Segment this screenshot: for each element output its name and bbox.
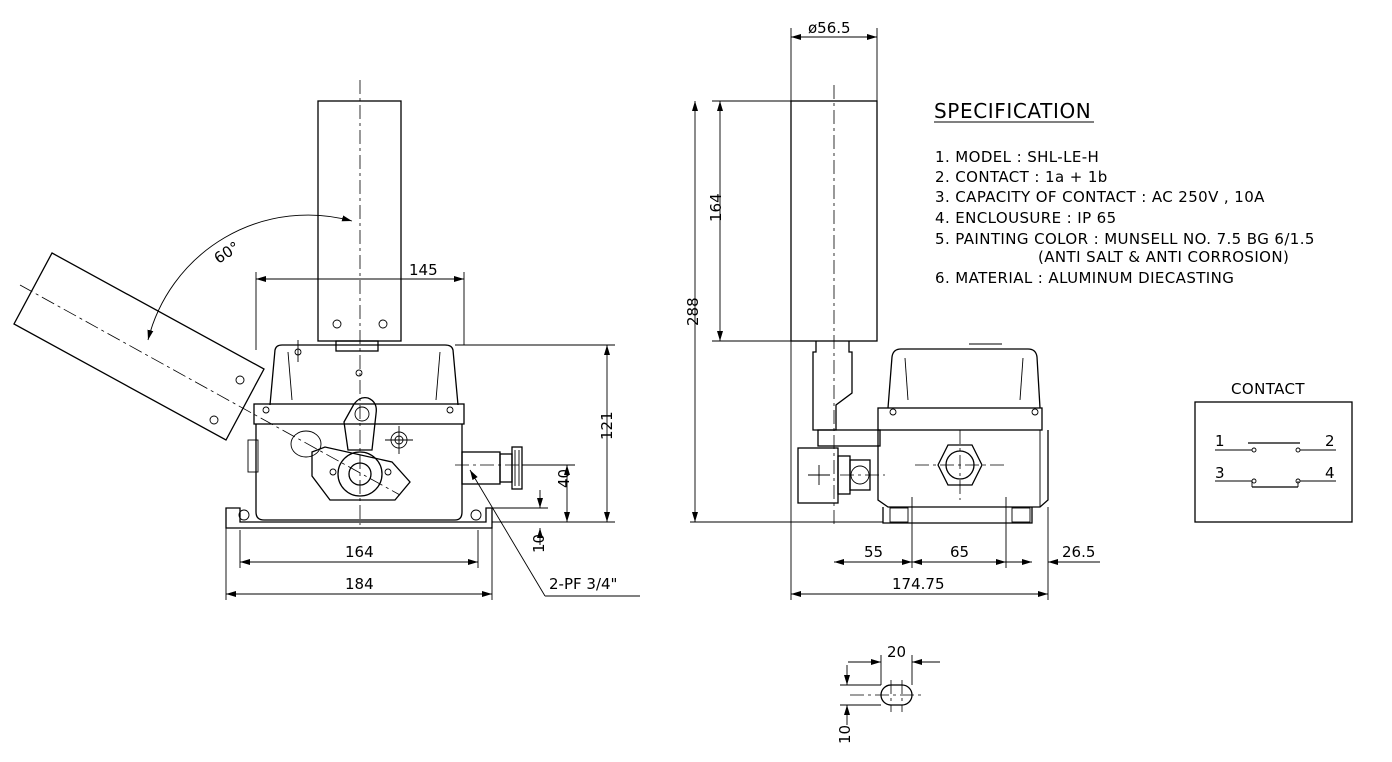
dim-184: 184: [345, 575, 374, 593]
slot-height-label: 10: [836, 725, 854, 744]
spec-item-2: 2. CONTACT : 1a + 1b: [935, 168, 1108, 186]
spec-item-4: 4. ENCLOUSURE : IP 65: [935, 209, 1117, 227]
side-gland: [915, 430, 1008, 500]
contact-diagram: CONTACT 1 2 3 4: [1194, 380, 1353, 523]
contact-frame: [1194, 401, 1353, 523]
dim-65: 65: [950, 543, 969, 561]
base-plate: [225, 507, 493, 529]
spec-item-3: 3. CAPACITY OF CONTACT : AC 250V , 10A: [935, 188, 1265, 206]
slot-width-label: 20: [887, 643, 906, 661]
dim-174-75: 174.75: [892, 575, 945, 593]
terminal-4: 4: [1325, 464, 1335, 482]
dim-164-lever: 164: [707, 193, 725, 222]
side-base: [882, 507, 1033, 524]
front-view: 60° 145: [13, 80, 640, 600]
spec-title: SPECIFICATION: [934, 99, 1091, 123]
specification-block: SPECIFICATION 1. MODEL : SHL-LE-H 2. CON…: [934, 99, 1315, 287]
dim-10: 10: [530, 534, 548, 553]
housing-flange: [253, 403, 465, 425]
spec-item-6: 6. MATERIAL : ALUMINUM DIECASTING: [935, 269, 1234, 287]
side-view: ø56.5: [684, 19, 1100, 600]
dim-288: 288: [684, 297, 702, 326]
lever-hole-right: [378, 319, 388, 329]
housing-cap: [269, 344, 459, 406]
lever-hole-left: [332, 319, 342, 329]
slot-detail: 20 10: [836, 643, 940, 744]
cable-gland: [455, 446, 572, 490]
side-cap: [887, 348, 1041, 409]
spec-item-1: 1. MODEL : SHL-LE-H: [935, 148, 1099, 166]
cam-hub: [337, 451, 383, 497]
angle-arc: [147, 214, 353, 341]
contact-title: CONTACT: [1231, 380, 1305, 398]
terminal-2: 2: [1325, 432, 1335, 450]
dim-26-5: 26.5: [1062, 543, 1095, 561]
spec-item-5-note: (ANTI SALT & ANTI CORROSION): [1038, 248, 1289, 266]
dim-40: 40: [555, 469, 573, 488]
housing-body: [255, 424, 463, 521]
cam-arm: [343, 396, 377, 451]
dim-164-front: 164: [345, 543, 374, 561]
dim-55: 55: [864, 543, 883, 561]
conduit-label: 2-PF 3/4": [549, 575, 617, 593]
vertical-lever: [317, 100, 402, 342]
dim-145: 145: [409, 261, 438, 279]
dim-diameter: ø56.5: [808, 19, 851, 37]
angle-label: 60°: [211, 238, 243, 268]
terminal-3: 3: [1215, 464, 1225, 482]
terminal-1: 1: [1215, 432, 1225, 450]
dim-121: 121: [598, 411, 616, 440]
tilted-lever: [13, 252, 401, 496]
spec-item-5: 5. PAINTING COLOR : MUNSELL NO. 7.5 BG 6…: [935, 230, 1315, 248]
